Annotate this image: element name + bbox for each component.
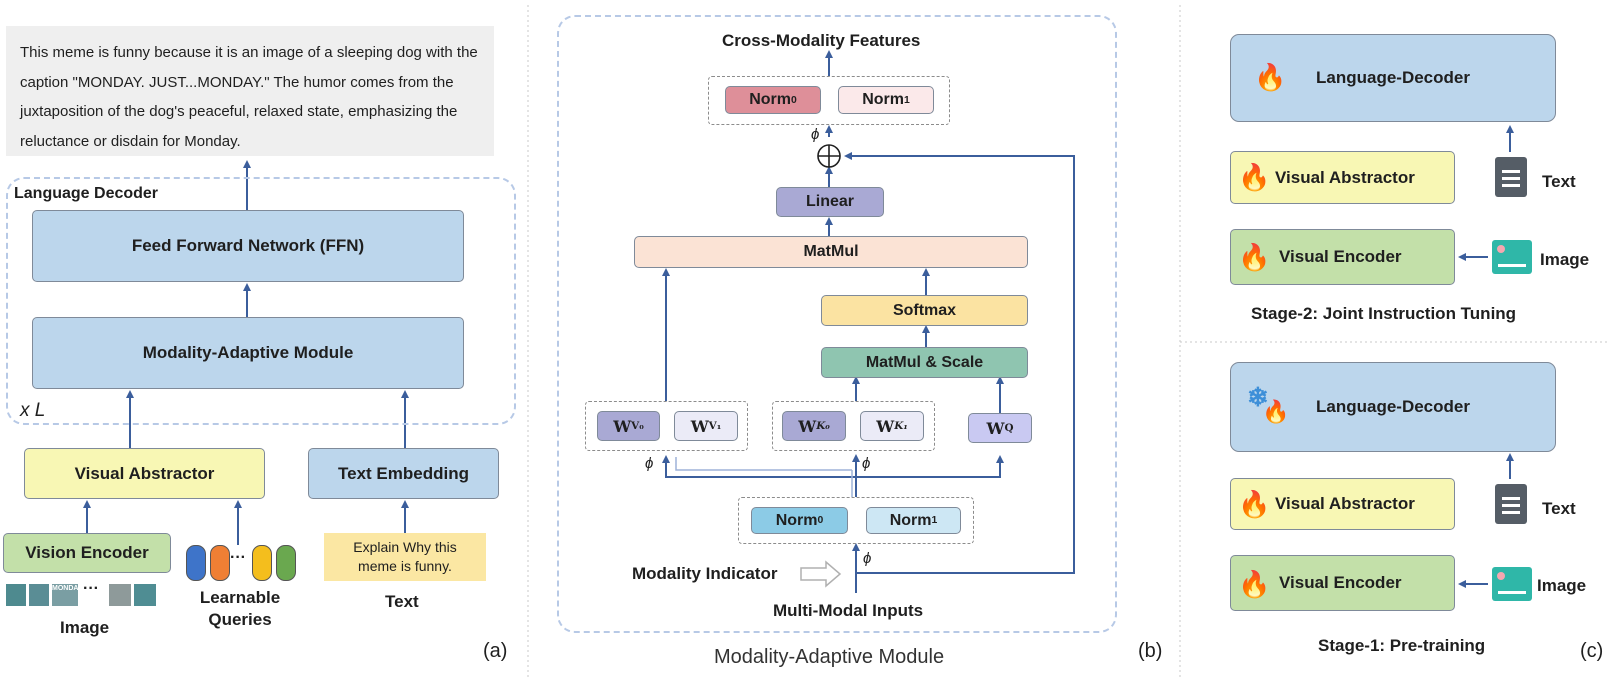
flame-icon: 🔥 (1238, 489, 1271, 519)
flame-icon: 🔥 (1238, 162, 1271, 192)
phi-key: ϕ (862, 455, 871, 472)
softmax-box: Softmax (821, 295, 1028, 326)
key-weights-group (772, 401, 935, 451)
panel-b-caption: Modality-Adaptive Module (714, 646, 945, 668)
image-icon (1492, 240, 1532, 274)
image-label-stage1: Image (1537, 576, 1587, 595)
ffn-box: Feed Forward Network (FFN) (32, 210, 464, 282)
image-label-stage2: Image (1540, 250, 1590, 269)
language-decoder-label: Language Decoder (14, 185, 159, 202)
image-thumb-1 (6, 584, 26, 606)
flame-icon: 🔥 (1238, 569, 1271, 599)
language-decoder-block (6, 177, 516, 425)
visual-encoder-box-stage2: Visual Encoder (1230, 229, 1455, 285)
flame-icon: 🔥 (1262, 399, 1290, 424)
output-text: This meme is funny because it is an imag… (20, 44, 478, 150)
learnable-queries-label: Learnable Queries (199, 588, 281, 629)
phi-input: ϕ (863, 550, 872, 567)
text-label-a: Text (385, 592, 419, 611)
learnable-queries: ··· (186, 545, 296, 581)
flame-icon: 🔥 (1254, 62, 1287, 92)
visual-abstractor-box-stage2: Visual Abstractor (1230, 151, 1455, 204)
phi-value: ϕ (645, 455, 654, 472)
query-token-3 (252, 545, 272, 581)
linear-box: Linear (776, 187, 884, 217)
panel-b-tag: (b) (1138, 640, 1163, 662)
modality-adaptive-module-detail (557, 15, 1117, 633)
text-embedding-box: Text Embedding (308, 448, 499, 499)
image-thumbnails: MONDAY ··· (6, 580, 156, 606)
query-token-4 (276, 545, 296, 581)
query-token-1 (186, 545, 206, 581)
thumb-dots: ··· (83, 580, 99, 597)
image-thumb-2 (29, 584, 49, 606)
matmul-scale-box: MatMul & Scale (821, 347, 1028, 378)
snowflake-icon: ❄ (1247, 382, 1269, 412)
visual-encoder-box-stage1: Visual Encoder (1230, 555, 1455, 611)
document-icon (1495, 157, 1527, 197)
input-norm-group (738, 497, 974, 544)
text-label-stage2: Text (1542, 172, 1576, 191)
image-label-a: Image (60, 618, 110, 637)
text-label-stage1: Text (1542, 499, 1576, 518)
vision-encoder-box: Vision Encoder (3, 533, 171, 573)
matmul-box: MatMul (634, 236, 1028, 268)
stage1-label: Stage-1: Pre-training (1318, 636, 1486, 655)
visual-abstractor-box-a: Visual Abstractor (24, 448, 265, 499)
visual-abstractor-box-stage1: Visual Abstractor (1230, 478, 1455, 530)
image-thumb-4 (109, 584, 131, 606)
modality-indicator-label: Modality Indicator (632, 564, 778, 583)
repeat-label: x L (20, 400, 46, 421)
panel-a-tag: (a) (483, 640, 508, 662)
image-thumb-3: MONDAY (52, 584, 82, 606)
prompt-box: Explain Why this meme is funny. (324, 533, 486, 581)
cross-modality-features-label: Cross-Modality Features (722, 31, 921, 50)
language-decoder-box-stage1: Language-Decoder (1230, 362, 1556, 452)
value-weights-group (585, 401, 748, 451)
modality-indicator-arrow-icon (800, 560, 842, 588)
modality-adaptive-module-box: Modality-Adaptive Module (32, 317, 464, 389)
image-thumb-5 (134, 584, 156, 606)
query-token-2 (210, 545, 230, 581)
flame-icon: 🔥 (1238, 242, 1271, 272)
output-norm-group (708, 76, 950, 125)
stage2-label: Stage-2: Joint Instruction Tuning (1251, 304, 1517, 323)
phi-output: ϕ (811, 126, 820, 143)
image-icon (1492, 567, 1532, 601)
output-text-panel: This meme is funny because it is an imag… (6, 26, 494, 156)
query-dots: ··· (230, 549, 246, 566)
multi-modal-inputs-label: Multi-Modal Inputs (773, 601, 924, 620)
language-decoder-box-stage2: Language-Decoder (1230, 34, 1556, 122)
panel-c-tag: (c) (1580, 640, 1604, 662)
document-icon (1495, 484, 1527, 524)
